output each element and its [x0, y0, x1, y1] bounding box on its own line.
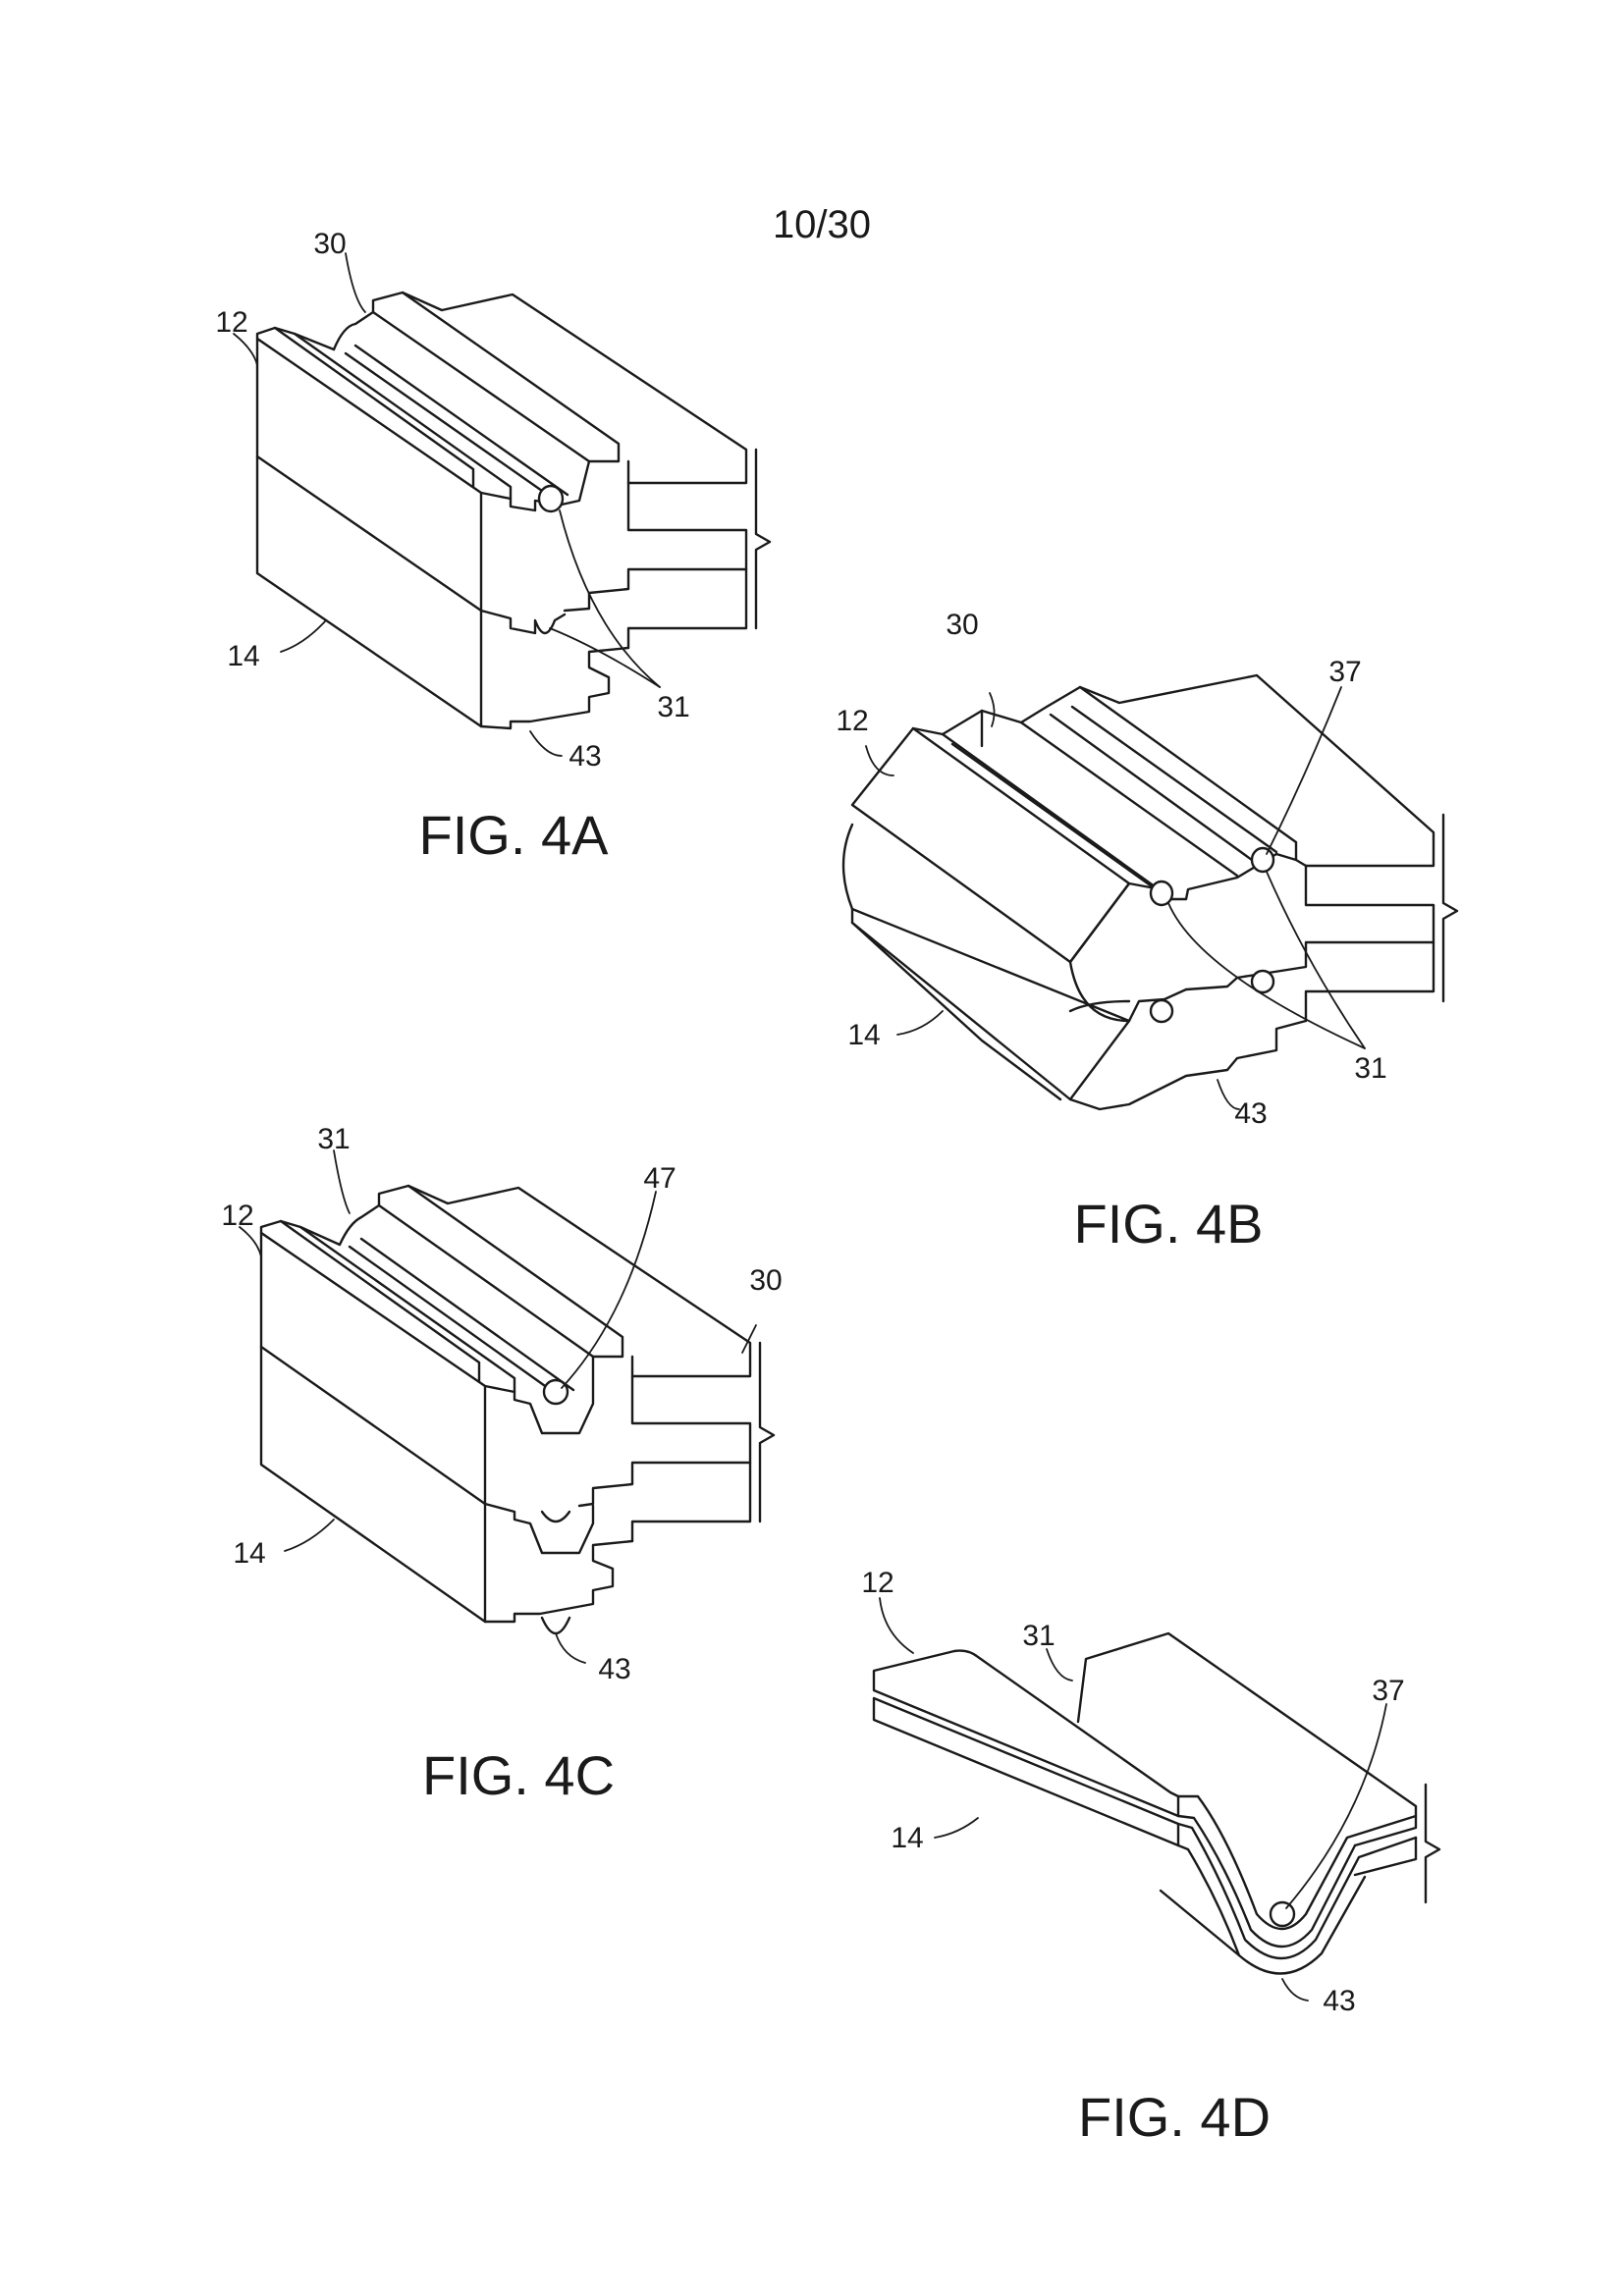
label-4a-14: 14 [227, 640, 259, 672]
fig-4b-drawing [841, 673, 1459, 1111]
label-4b-30: 30 [946, 609, 978, 641]
fig-4d-drawing [872, 1631, 1441, 1975]
fig-4a-drawing [255, 291, 772, 730]
label-4a-12: 12 [215, 306, 247, 339]
label-4c-31: 31 [317, 1123, 350, 1155]
label-4c-43: 43 [598, 1653, 630, 1685]
label-4b-12: 12 [836, 705, 868, 737]
fig-4c-drawing [259, 1184, 776, 1635]
caption-fig-4c: FIG. 4C [422, 1744, 615, 1806]
label-4d-14: 14 [891, 1822, 923, 1854]
label-4c-47: 47 [643, 1162, 676, 1195]
label-4b-31: 31 [1354, 1052, 1386, 1085]
label-4c-30: 30 [749, 1264, 782, 1297]
figure-4a: 30 12 14 31 43 FIG. 4A [215, 228, 772, 866]
page-number: 10/30 [773, 203, 871, 246]
label-4c-12: 12 [221, 1200, 253, 1232]
figure-4c: 31 47 12 30 14 43 FIG. 4C [221, 1123, 782, 1806]
label-4d-31: 31 [1022, 1620, 1055, 1652]
label-4d-37: 37 [1372, 1675, 1404, 1707]
label-4d-12: 12 [861, 1567, 893, 1599]
label-4c-14: 14 [233, 1537, 265, 1570]
label-4d-43: 43 [1323, 1985, 1355, 2017]
caption-fig-4b: FIG. 4B [1074, 1193, 1264, 1255]
label-4b-37: 37 [1328, 656, 1361, 688]
label-4b-43: 43 [1234, 1097, 1267, 1130]
label-4a-43: 43 [568, 740, 601, 773]
label-4a-31: 31 [657, 691, 689, 723]
label-4a-30: 30 [313, 228, 346, 260]
caption-fig-4d: FIG. 4D [1078, 2086, 1271, 2148]
label-4b-14: 14 [847, 1019, 880, 1051]
caption-fig-4a: FIG. 4A [419, 804, 610, 866]
figure-4b: 30 37 12 14 31 43 FIG. 4B [836, 609, 1459, 1255]
figure-4d: 12 31 37 14 43 FIG. 4D [861, 1567, 1441, 2148]
